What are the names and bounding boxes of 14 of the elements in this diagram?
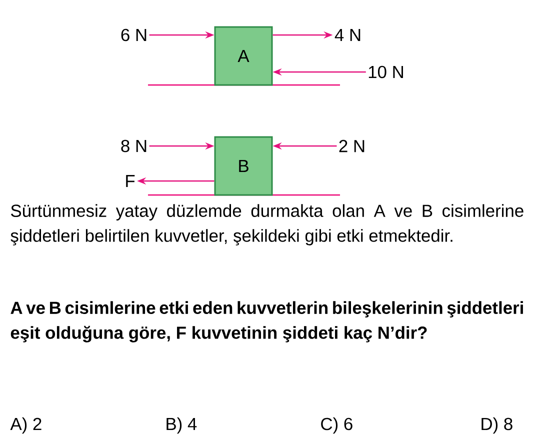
- answer-option: D) 8: [482, 417, 512, 434]
- answer-option: A) 2: [10, 417, 42, 434]
- force-label: 2 N: [339, 140, 364, 152]
- force-label: 4 N: [334, 29, 360, 41]
- question-text: A ve B cisimlerine etki eden kuvvetlerin bileşkelerinin şiddetleri eşit olduğuna göre, F kuvvetinin şiddeti kaç N’dir?: [10, 301, 523, 342]
- force-label: F: [126, 175, 135, 187]
- answer-option: B) 4: [166, 417, 197, 434]
- problem-text: Sürtünmesiz yatay düzlemde durmakta olan A ve B cisimlerine şiddetleri belirtilen kuvvetler, şekildeki gibi etki etmektedir.: [10, 204, 524, 246]
- block: A: [214, 26, 273, 86]
- force-label: 10 N: [368, 66, 403, 78]
- force-label: 8 N: [121, 140, 146, 152]
- answer-option: C) 6: [321, 417, 352, 434]
- force-label: 6 N: [121, 28, 146, 42]
- block: B: [214, 136, 273, 196]
